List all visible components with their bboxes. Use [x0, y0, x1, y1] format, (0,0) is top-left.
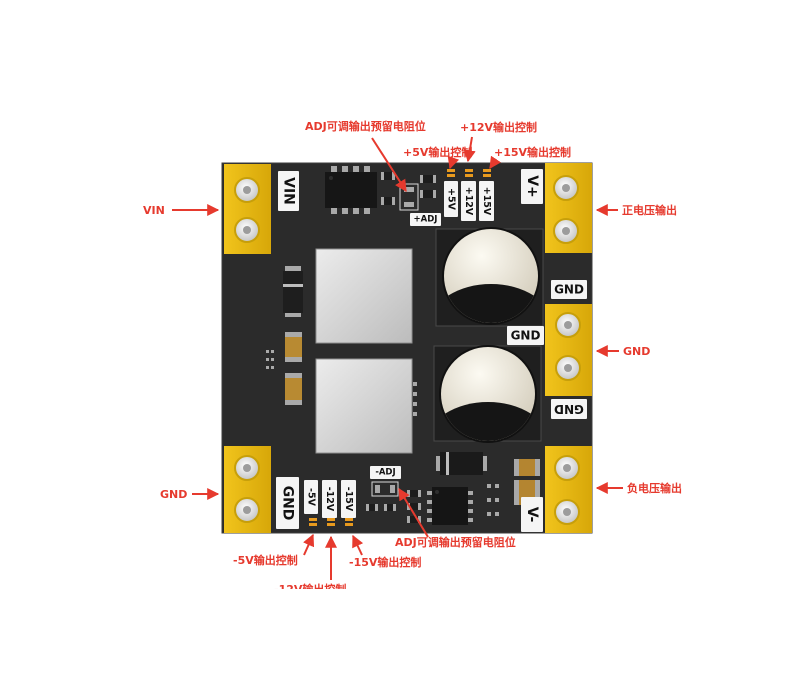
callout-arrows	[172, 136, 623, 580]
label-v-minus: V-	[521, 497, 543, 532]
smd-resistors-top	[381, 172, 436, 205]
jumper-pads-positive	[447, 169, 491, 177]
svg-text:-5V: -5V	[306, 488, 317, 507]
diode-bottom	[436, 452, 487, 475]
arrow-plus15v	[489, 155, 501, 169]
diode-left	[283, 266, 303, 317]
callout-gnd-right: GND	[623, 345, 650, 358]
label-plus-12v: +12V	[461, 181, 476, 221]
svg-text:V-: V-	[524, 507, 540, 523]
pcb-board: VIN GND V+ GND GND GND V- +ADJ	[221, 162, 593, 534]
label-plus-5v: +5V	[444, 181, 458, 217]
callout-adj-top: ADJ可调输出预留电阻位	[305, 119, 426, 133]
small-pads-center	[413, 382, 417, 416]
label-minus-15v: -15V	[341, 480, 356, 518]
callout-vin: VIN	[143, 204, 165, 217]
callout-minus12v: -12V输出控制	[274, 582, 346, 596]
label-gnd-left: GND	[276, 477, 299, 529]
svg-text:GND: GND	[280, 486, 296, 521]
label-gnd-right-bottom: GND	[551, 399, 587, 419]
terminal-vin	[224, 164, 271, 254]
arrow-adj-top	[371, 137, 407, 193]
svg-text:GND: GND	[554, 283, 584, 297]
svg-text:+12V: +12V	[463, 187, 474, 216]
label-minus-12v: -12V	[322, 480, 337, 518]
label-minus-adj: -ADJ	[370, 466, 401, 479]
svg-text:-ADJ: -ADJ	[375, 468, 395, 478]
svg-text:GND: GND	[511, 329, 541, 343]
label-v-plus: V+	[521, 169, 543, 204]
inductor-top	[315, 248, 413, 344]
svg-text:GND: GND	[554, 402, 584, 416]
svg-text:V+: V+	[524, 175, 540, 198]
adj-resistor-footprint-top	[399, 183, 419, 211]
small-pads-left	[266, 350, 274, 369]
callout-adj-bottom: ADJ可调输出预留电阻位	[395, 535, 516, 549]
terminal-gnd-right	[545, 304, 592, 396]
svg-text:-15V: -15V	[343, 487, 354, 512]
smd-capacitor-left-1	[285, 332, 302, 362]
callout-pos-output: 正电压输出	[622, 203, 677, 217]
svg-text:+15V: +15V	[481, 187, 492, 216]
label-plus-adj: +ADJ	[410, 213, 441, 226]
callout-plus5v: +5V输出控制	[403, 145, 472, 159]
callout-plus15v: +15V输出控制	[494, 145, 571, 159]
jumper-pads-negative	[309, 518, 353, 526]
callout-labels: ADJ可调输出预留电阻位 +12V输出控制 +5V输出控制 +15V输出控制 V…	[143, 119, 682, 596]
callout-gnd-left: GND	[160, 488, 187, 501]
label-gnd-right-top: GND	[551, 280, 587, 299]
callout-plus12v: +12V输出控制	[460, 120, 537, 134]
small-pads-bottom-right	[487, 484, 499, 516]
smd-capacitor-left-2	[285, 373, 302, 405]
inductor-bottom	[315, 358, 413, 454]
electrolytic-capacitor-top	[435, 227, 544, 327]
arrow-adj-bottom	[398, 487, 429, 538]
arrow-minus15v	[352, 534, 364, 556]
label-gnd-middle: GND	[507, 326, 544, 345]
svg-text:+5V: +5V	[446, 188, 457, 211]
svg-text:+ADJ: +ADJ	[414, 215, 438, 225]
arrow-minus5v	[303, 533, 315, 556]
label-plus-15v: +15V	[479, 181, 494, 221]
ic-chip-bottom	[427, 487, 473, 525]
callout-minus5v: -5V输出控制	[233, 553, 298, 567]
smd-capacitor-right-1	[514, 459, 540, 476]
terminal-v-minus	[545, 446, 592, 533]
terminal-v-plus	[545, 163, 592, 253]
callout-neg-output: 负电压输出	[627, 481, 682, 495]
svg-text:-12V: -12V	[324, 487, 335, 512]
arrow-plus12v	[463, 136, 476, 163]
label-vin: VIN	[278, 171, 299, 211]
terminal-gnd-left	[224, 446, 271, 533]
adj-resistor-footprint-bottom	[371, 481, 399, 497]
label-minus-5v: -5V	[304, 480, 318, 514]
electrolytic-capacitor-bottom	[433, 345, 542, 443]
callout-minus15v: -15V输出控制	[349, 555, 421, 569]
svg-text:VIN: VIN	[281, 177, 297, 205]
ic-chip-top	[325, 166, 377, 214]
arrow-plus5v	[447, 155, 460, 170]
